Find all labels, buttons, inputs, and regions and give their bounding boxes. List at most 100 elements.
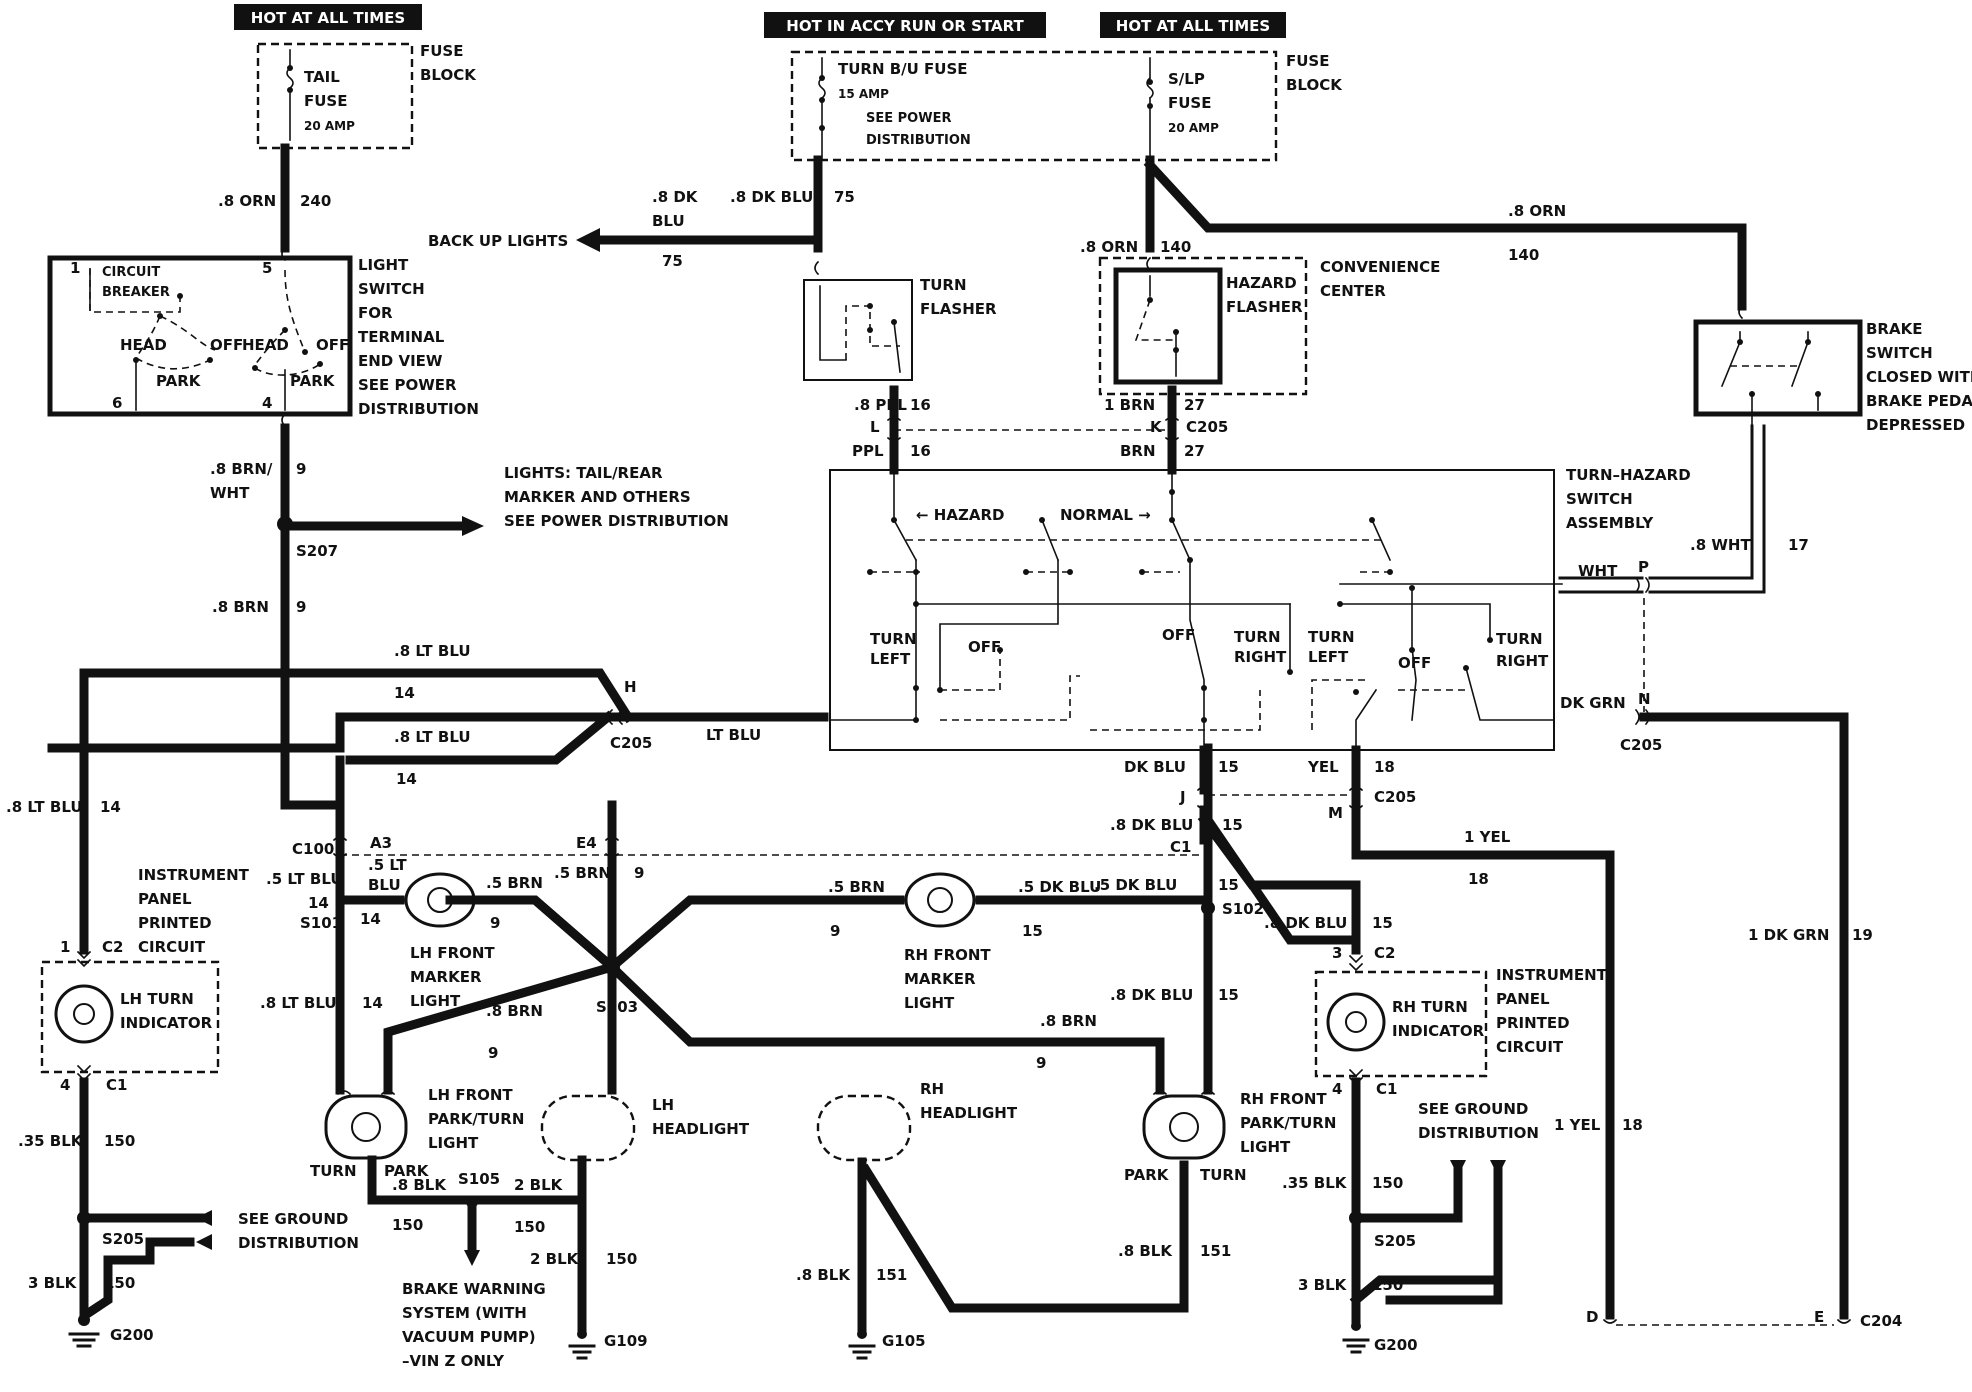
s103-label: S103 bbox=[596, 998, 638, 1016]
w9f-gauge: .8 BRN bbox=[486, 1002, 543, 1020]
w150f-num: 150 bbox=[1372, 1174, 1403, 1192]
th-turn-right-b-1: TURN bbox=[1234, 628, 1281, 646]
turn-flasher: TURN FLASHER bbox=[803, 260, 997, 381]
w15b-num: 15 bbox=[1222, 816, 1243, 834]
w9d-num: 9 bbox=[634, 864, 644, 882]
hot-at-all-times-left-label: HOT AT ALL TIMES bbox=[234, 4, 422, 30]
w14f-gauge: .8 LT BLU bbox=[260, 994, 337, 1012]
c1-j-label: C1 bbox=[1170, 838, 1191, 856]
ipc-r-3: PRINTED bbox=[1496, 1014, 1570, 1032]
ipc-r-4: CIRCUIT bbox=[1496, 1038, 1564, 1056]
s105-label: S105 bbox=[458, 1170, 500, 1188]
fuse-block-right-title-2: BLOCK bbox=[1286, 76, 1343, 94]
w151a-gauge: .8 BLK bbox=[796, 1266, 851, 1284]
ls-pin-5: 5 bbox=[262, 259, 272, 277]
hot-in-accy-label: HOT IN ACCY RUN OR START bbox=[764, 12, 1046, 38]
brake-warning-1: BRAKE WARNING bbox=[402, 1280, 546, 1298]
th-turn-right-b-2: RIGHT bbox=[1234, 648, 1287, 666]
backup-lights-label: BACK UP LIGHTS bbox=[428, 232, 568, 250]
ground-wiring-center: .8 BLK 150 S105 BRAKE WARNING SYSTEM (WI… bbox=[392, 1170, 648, 1370]
th-normal: NORMAL → bbox=[1060, 506, 1151, 524]
lh-turn-lbl: TURN bbox=[310, 1162, 357, 1180]
rh-pin-3: 3 bbox=[1332, 944, 1342, 962]
w150a-num: 150 bbox=[104, 1132, 135, 1150]
ls-head-l: HEAD bbox=[120, 336, 167, 354]
w150d-num: 150 bbox=[514, 1218, 545, 1236]
ls-title-1: LIGHT bbox=[358, 256, 409, 274]
w150d-gauge: 2 BLK bbox=[514, 1176, 564, 1194]
w75b-gauge: .8 DK BLU bbox=[730, 188, 813, 206]
rh-park-1: RH FRONT bbox=[1240, 1090, 1327, 1108]
w15c-num: 15 bbox=[1218, 876, 1239, 894]
c205-top-connector: .8 PPL 16 L PPL 16 1 BRN 27 K C205 BRN 2… bbox=[852, 396, 1228, 460]
ls-pin-1: 1 bbox=[70, 259, 80, 277]
lh-park-2: PARK/TURN bbox=[428, 1110, 524, 1128]
w18b-gauge: 1 YEL bbox=[1464, 828, 1511, 846]
ipc-l-3: PRINTED bbox=[138, 914, 212, 932]
lights-arrow bbox=[462, 516, 484, 536]
w9e-gauge: .5 BRN bbox=[828, 878, 885, 896]
s205-r-label: S205 bbox=[1374, 1232, 1416, 1250]
lights-note-2: MARKER AND OTHERS bbox=[504, 488, 691, 506]
rh-head-1: RH bbox=[920, 1080, 944, 1098]
w140a-num: 140 bbox=[1160, 238, 1191, 256]
conn-e: E bbox=[1814, 1308, 1824, 1326]
rh-turn-ind-2: INDICATOR bbox=[1392, 1022, 1485, 1040]
ls-title-5: END VIEW bbox=[358, 352, 443, 370]
w240-gauge: .8 ORN bbox=[218, 192, 276, 210]
w9b-gauge: .8 BRN bbox=[212, 598, 269, 616]
w14b-num: 14 bbox=[396, 770, 417, 788]
w18a-num: 18 bbox=[1374, 758, 1395, 776]
convenience-center-2: CENTER bbox=[1320, 282, 1386, 300]
w14d-num: 14 bbox=[308, 894, 329, 912]
turn-bu-fuse-amp: 15 AMP bbox=[838, 87, 889, 101]
w151b-gauge: .8 BLK bbox=[1118, 1242, 1173, 1260]
fuse-block-left-title-1: FUSE bbox=[420, 42, 463, 60]
ipc-r-1: INSTRUMENT bbox=[1496, 966, 1608, 984]
ground-wiring-rh-head: .8 BLK 151 G105 .8 BLK 151 bbox=[796, 1242, 1231, 1360]
tail-fuse-label-1: TAIL bbox=[304, 68, 340, 86]
rh-park-lbl: PARK bbox=[1124, 1166, 1170, 1184]
w19-num: 19 bbox=[1852, 926, 1873, 944]
g200-l-label: G200 bbox=[110, 1326, 154, 1344]
th-turn-right-c-1: TURN bbox=[1496, 630, 1543, 648]
fuse-block-right-title-1: FUSE bbox=[1286, 52, 1329, 70]
w150c-gauge: .8 BLK bbox=[392, 1176, 447, 1194]
w19-gauge: 1 DK GRN bbox=[1748, 926, 1829, 944]
conn-p: P bbox=[1638, 558, 1649, 576]
conn-a3: A3 bbox=[370, 834, 392, 852]
w75-num: 75 bbox=[834, 188, 855, 206]
w14a-num: 14 bbox=[394, 684, 415, 702]
ls-cb-1: CIRCUIT bbox=[102, 265, 160, 280]
w9b-num: 9 bbox=[296, 598, 306, 616]
w18a-gauge: YEL bbox=[1307, 758, 1339, 776]
turn-hazard-switch-assembly: TURN–HAZARD SWITCH ASSEMBLY ← HAZARD NOR… bbox=[829, 466, 1691, 751]
ipc-l-4: CIRCUIT bbox=[138, 938, 206, 956]
lh-park-3: LIGHT bbox=[428, 1134, 479, 1152]
c205-m-label: C205 bbox=[1374, 788, 1416, 806]
light-switch: 1 5 6 4 CIRCUIT BREAKER HEAD PARK OFF HE… bbox=[47, 246, 479, 428]
s102-splice bbox=[1201, 901, 1215, 915]
ls-park-r: PARK bbox=[290, 372, 336, 390]
w140b-gauge: .8 ORN bbox=[1508, 202, 1566, 220]
w150c-num: 150 bbox=[392, 1216, 423, 1234]
lh-marker-1: LH FRONT bbox=[410, 944, 495, 962]
w15a-gauge: DK BLU bbox=[1124, 758, 1186, 776]
th-title-3: ASSEMBLY bbox=[1566, 514, 1654, 532]
rh-turn-ind-1: RH TURN bbox=[1392, 998, 1468, 1016]
w15e-num: 15 bbox=[1372, 914, 1393, 932]
rh-marker-1: RH FRONT bbox=[904, 946, 991, 964]
lh-front-park-turn-light: TURN PARK LH FRONT PARK/TURN LIGHT bbox=[310, 1086, 524, 1180]
ls-title-4: TERMINAL bbox=[358, 328, 445, 346]
conn-k: K bbox=[1150, 418, 1163, 436]
w15d-num: 15 bbox=[1022, 922, 1043, 940]
dashed-links bbox=[340, 429, 1834, 1326]
w14f-num: 14 bbox=[362, 994, 383, 1012]
w15f-gauge: .8 DK BLU bbox=[1110, 986, 1193, 1004]
hot-accy-text: HOT IN ACCY RUN OR START bbox=[786, 17, 1024, 35]
w150g-gauge: 3 BLK bbox=[1298, 1276, 1348, 1294]
th-hazard: ← HAZARD bbox=[916, 506, 1004, 524]
conn-l: L bbox=[870, 418, 880, 436]
w15d-gauge: .5 DK BLU bbox=[1018, 878, 1101, 896]
